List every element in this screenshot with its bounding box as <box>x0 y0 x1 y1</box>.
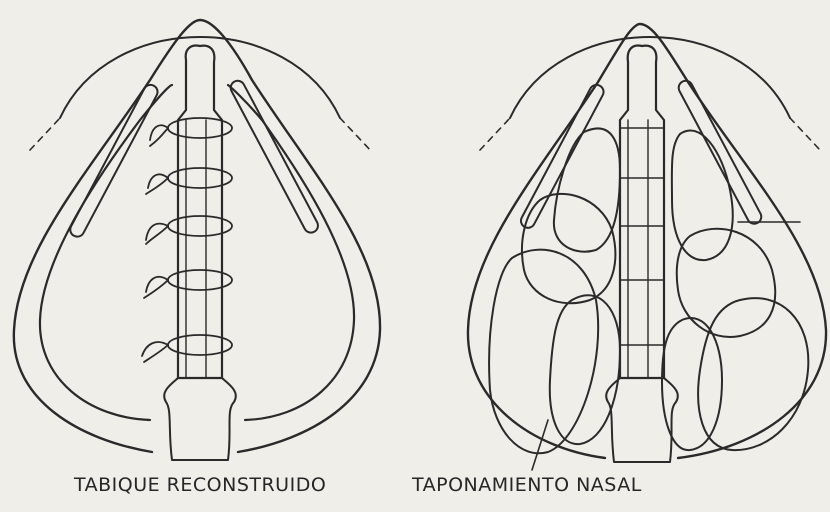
caption-right: TAPONAMIENTO NASAL <box>412 474 642 496</box>
packing-left-lower-outer <box>489 250 598 454</box>
packing-right-upper <box>672 131 733 261</box>
left-nasal-bone-left <box>68 82 160 239</box>
left-dashed-line-2 <box>340 118 372 152</box>
left-top-arc <box>60 37 340 118</box>
right-nasal-bone-right <box>676 78 763 226</box>
right-nasal-bone-left <box>519 82 606 230</box>
left-nasal-bone-right <box>228 78 320 235</box>
left-sutures <box>142 118 232 362</box>
leader-line-bottom <box>532 420 548 470</box>
right-septum <box>620 46 664 378</box>
left-diagram-reconstructed-septum <box>14 20 380 460</box>
caption-left: TABIQUE RECONSTRUIDO <box>74 474 326 496</box>
left-inner-contour <box>40 85 354 420</box>
left-dashed-line-1 <box>30 118 60 150</box>
left-septum <box>178 46 222 378</box>
right-diagram-nasal-packing <box>468 24 826 470</box>
packing-left-lower-inner <box>550 295 620 444</box>
right-dashed-line-1 <box>480 118 510 150</box>
right-top-arc <box>510 37 790 118</box>
left-premaxilla <box>164 378 236 460</box>
packing-left-upper <box>554 128 620 251</box>
right-septum-crossbars <box>620 128 664 345</box>
right-dashed-line-2 <box>790 118 820 150</box>
